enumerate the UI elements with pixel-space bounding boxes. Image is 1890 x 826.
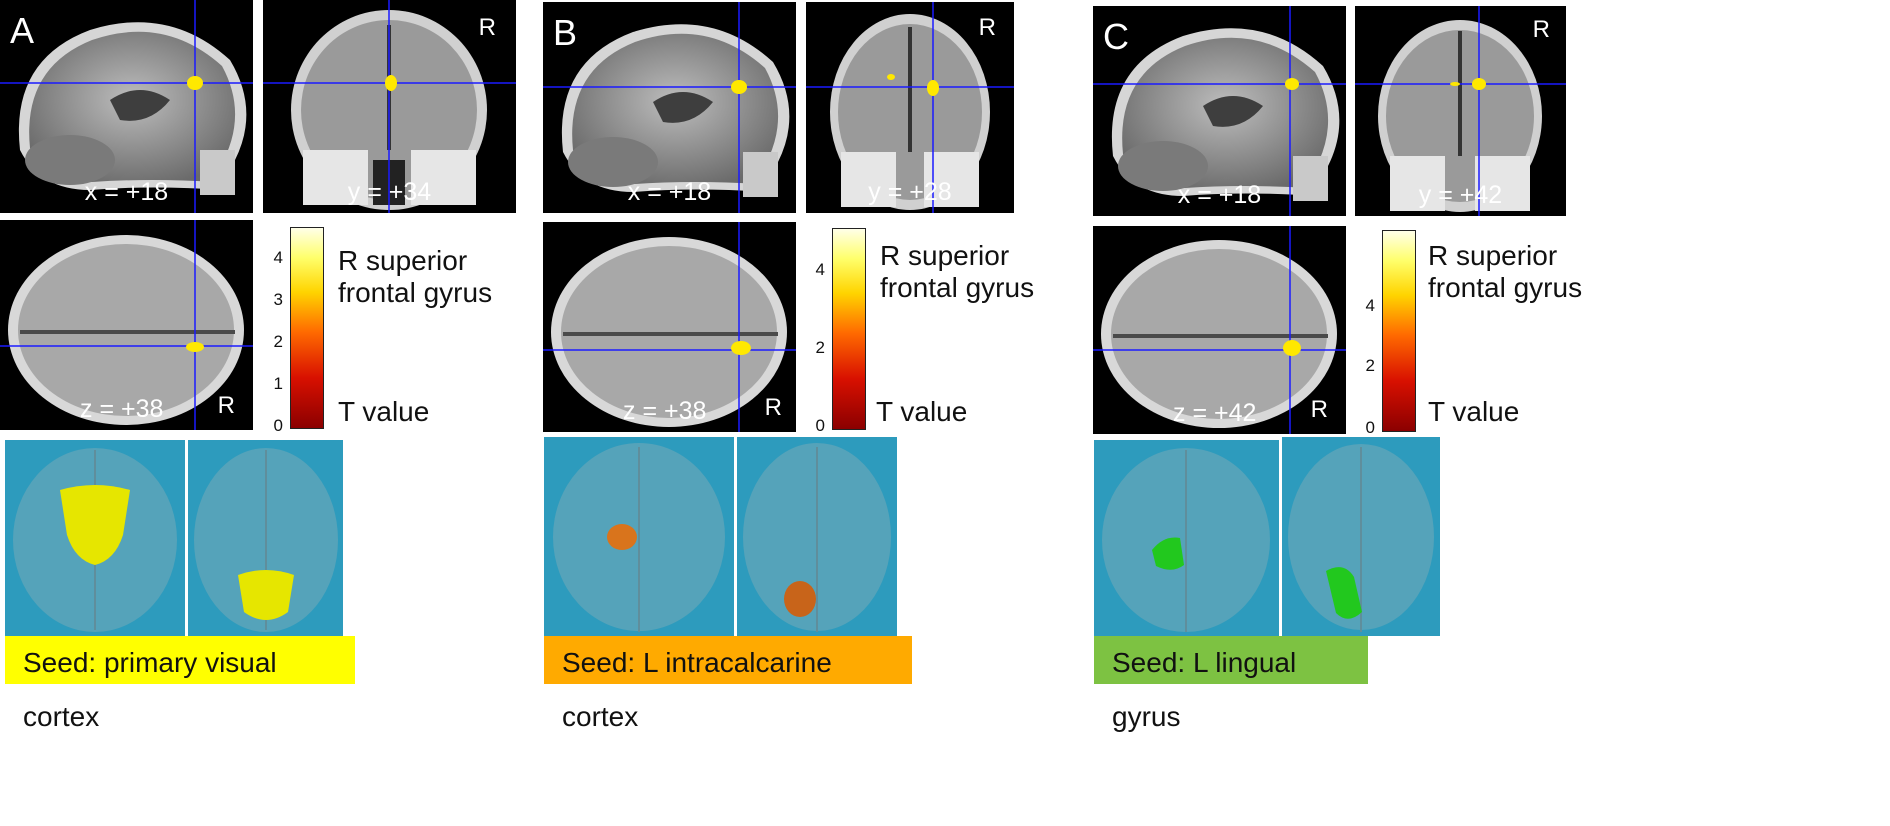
coronal-brain-image (263, 0, 516, 213)
colorbar (290, 227, 324, 429)
glass-brain-render-1 (5, 440, 185, 636)
axial-coordinate: z = +38 (623, 397, 707, 425)
sagittal-brain-image (1093, 6, 1346, 216)
coronal-slice-b: R y = +28 (806, 2, 1014, 213)
region-label-line: frontal gyrus (338, 277, 493, 308)
colorbar-tick: 0 (815, 416, 825, 435)
colorbar-tick: 2 (273, 332, 283, 351)
panel-letter: B (553, 12, 578, 53)
t-value-label: T value (1428, 396, 1520, 427)
panel-letter: C (1103, 16, 1129, 57)
sagittal-brain-image (543, 2, 796, 213)
glass-brain-render-1 (544, 437, 734, 637)
t-value-label: T value (876, 396, 968, 427)
axial-brain-image (0, 220, 253, 430)
coronal-slice-c: R y = +42 (1355, 6, 1566, 216)
sagittal-slice-c: C x = +18 (1093, 6, 1346, 216)
region-label-line: R superior (338, 245, 468, 276)
axial-slice-a: z = +38 R (0, 220, 253, 430)
axial-brain-image (1093, 226, 1346, 434)
region-label: R superior frontal gyrus (338, 245, 492, 309)
glass-brain-render-2 (737, 437, 897, 637)
sagittal-slice-a: A x = +18 (0, 0, 253, 213)
region-label: R superior frontal gyrus (880, 240, 1034, 304)
glass-brain-image (1288, 444, 1434, 632)
t-value-label: T value (338, 396, 430, 427)
sagittal-coordinate: x = +18 (84, 178, 169, 206)
colorbar-tick: 2 (815, 338, 825, 357)
right-marker: R (1310, 396, 1328, 423)
coronal-coordinate: y = +42 (1418, 181, 1503, 209)
sagittal-coordinate: x = +18 (627, 178, 712, 206)
coronal-brain-image (1355, 6, 1566, 216)
right-marker: R (764, 394, 782, 421)
seed-label: Seed: L lingual gyrus (1094, 636, 1368, 732)
axial-coordinate: z = +42 (1173, 399, 1257, 427)
seed-label: Seed: L intracalcarine cortex (544, 636, 912, 732)
region-label-line: R superior (880, 240, 1010, 271)
colorbar-tick: 0 (273, 416, 283, 435)
colorbar-tick: 4 (1365, 296, 1375, 315)
sagittal-slice-b: B x = +18 (543, 2, 796, 213)
colorbar-tick: 0 (1365, 418, 1375, 437)
coronal-coordinate: y = +34 (347, 178, 432, 206)
region-label-line: frontal gyrus (880, 272, 1035, 303)
colorbar-tick: 4 (273, 248, 283, 267)
glass-brain-image (553, 443, 725, 632)
colorbar-tick: 4 (815, 260, 825, 279)
glass-brain-render-2 (1282, 437, 1440, 636)
sagittal-brain-image (0, 0, 253, 213)
seed-label: Seed: primary visual cortex (5, 636, 355, 732)
axial-slice-c: z = +42 R (1093, 226, 1346, 434)
glass-brain-image (194, 448, 338, 632)
axial-slice-b: z = +38 R (543, 222, 796, 432)
coronal-coordinate: y = +28 (868, 178, 952, 206)
glass-brain-image (1102, 448, 1270, 632)
right-marker: R (978, 14, 996, 41)
region-label: R superior frontal gyrus (1428, 240, 1582, 304)
glass-brain-render-2 (188, 440, 343, 636)
region-label-line: frontal gyrus (1428, 272, 1583, 303)
coronal-slice-a: R y = +34 (263, 0, 516, 213)
right-marker: R (1532, 16, 1550, 43)
glass-brain-image (743, 443, 891, 632)
right-marker: R (217, 392, 235, 419)
colorbar (832, 228, 866, 430)
colorbar (1382, 230, 1416, 432)
right-marker: R (478, 14, 496, 41)
glass-brain-image (13, 448, 177, 632)
glass-brain-render-1 (1094, 440, 1279, 636)
coronal-brain-image (806, 2, 1014, 213)
axial-brain-image (543, 222, 796, 432)
region-label-line: R superior (1428, 240, 1558, 271)
sagittal-coordinate: x = +18 (1177, 181, 1262, 209)
colorbar-tick: 1 (273, 374, 283, 393)
colorbar-tick: 3 (273, 290, 283, 309)
panel-letter: A (10, 10, 35, 51)
colorbar-tick: 2 (1365, 356, 1375, 375)
axial-coordinate: z = +38 (80, 395, 164, 423)
